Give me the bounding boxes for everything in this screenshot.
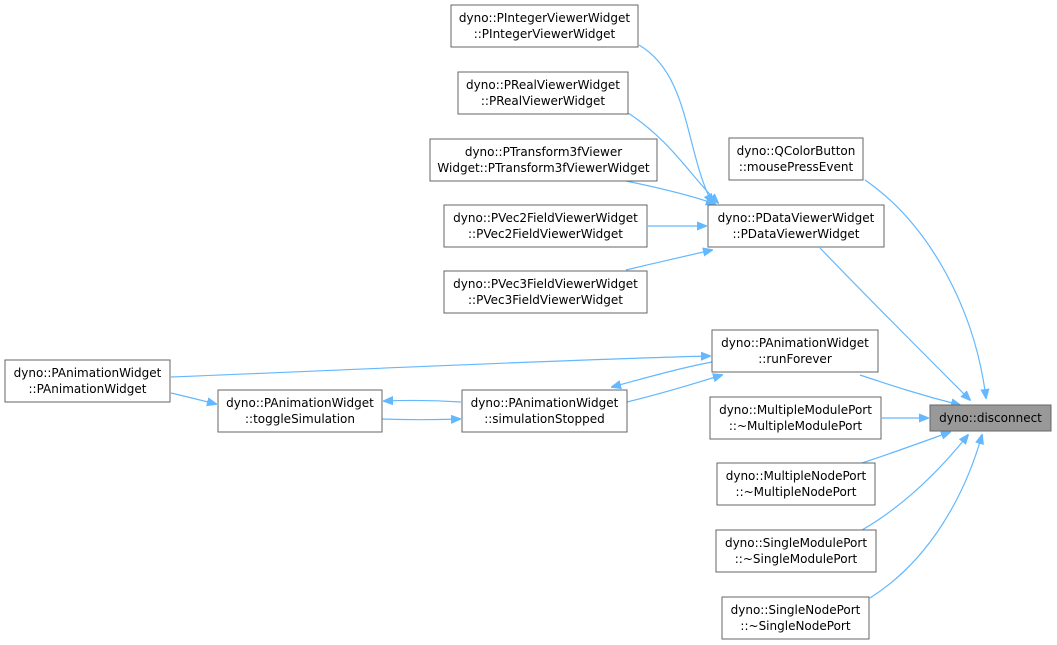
node-label-line: dyno::PAnimationWidget (14, 366, 162, 380)
edge-simstopped-to-togglesim (384, 400, 462, 402)
node-label-line: dyno::disconnect (939, 411, 1042, 425)
node-simstopped[interactable]: dyno::PAnimationWidget ::simulationStopp… (461, 389, 628, 433)
node-label-line: ::toggleSimulation (245, 412, 355, 426)
node-disconnect[interactable]: dyno::disconnect (929, 404, 1052, 432)
edge-ptransformviewer-to-pdataviewer (625, 180, 715, 204)
edge-togglesim-to-simstopped (381, 419, 460, 420)
node-label-line: ::PVec3FieldViewerWidget (468, 293, 623, 307)
node-runforever[interactable]: dyno::PAnimationWidget ::runForever (711, 329, 879, 373)
node-label-line: ::PVec2FieldViewerWidget (468, 227, 623, 241)
node-label-line: ::simulationStopped (484, 412, 605, 426)
node-ptransformviewer[interactable]: dyno::PTransform3fViewer Widget::PTransf… (429, 138, 658, 182)
node-prealviewer[interactable]: dyno::PRealViewerWidget ::PRealViewerWid… (457, 71, 629, 115)
edge-pintviewer-to-pdataviewer (638, 44, 712, 203)
node-label-line: ::runForever (758, 352, 832, 366)
node-qcolorbutton[interactable]: dyno::QColorButton ::mousePressEvent (728, 137, 864, 181)
edges (170, 44, 986, 599)
node-singlemoduleport[interactable]: dyno::SingleModulePort ::~SingleModulePo… (715, 529, 877, 573)
node-label-line: dyno::SingleModulePort (725, 536, 867, 550)
node-label-line: dyno::QColorButton (737, 144, 856, 158)
node-multinodeport[interactable]: dyno::MultipleNodePort ::~MultipleNodePo… (716, 462, 876, 506)
edge-panimctor-to-runforever (170, 356, 710, 378)
node-label-line: ::PAnimationWidget (29, 382, 147, 396)
node-label-line: ::~SingleModulePort (735, 552, 858, 566)
node-pvec3viewer[interactable]: dyno::PVec3FieldViewerWidget ::PVec3Fiel… (443, 270, 648, 314)
node-multimoduleport[interactable]: dyno::MultipleModulePort ::~MultipleModu… (709, 396, 882, 440)
nodes: dyno::disconnect dyno::PIntegerViewerWid… (4, 4, 1052, 640)
node-singlenodeport[interactable]: dyno::SingleNodePort ::~SingleNodePort (721, 596, 870, 640)
node-label-line: dyno::PAnimationWidget (226, 396, 374, 410)
edge-runforever-to-disconnect (859, 374, 960, 405)
node-label-line: dyno::PAnimationWidget (721, 336, 869, 350)
node-label-line: ::PDataViewerWidget (732, 227, 859, 241)
node-label-line: ::~MultipleModulePort (729, 419, 863, 433)
node-label-line: dyno::PIntegerViewerWidget (459, 11, 631, 25)
node-label-line: dyno::PVec2FieldViewerWidget (453, 211, 638, 225)
node-label-line: dyno::SingleNodePort (731, 603, 861, 617)
node-label-line: dyno::MultipleModulePort (719, 403, 872, 417)
node-label-line: ::PIntegerViewerWidget (474, 27, 616, 41)
node-label-line: dyno::MultipleNodePort (726, 469, 867, 483)
node-label-line: dyno::PAnimationWidget (471, 396, 619, 410)
node-label-line: ::PRealViewerWidget (481, 94, 606, 108)
node-label-line: ::~MultipleNodePort (736, 485, 857, 499)
edge-multinodeport-to-disconnect (861, 432, 950, 464)
node-label-line: dyno::PTransform3fViewer (465, 145, 622, 159)
edge-qcolorbutton-to-disconnect (864, 179, 986, 398)
edge-panimctor-to-togglesim (170, 392, 216, 404)
node-pvec2viewer[interactable]: dyno::PVec2FieldViewerWidget ::PVec2Fiel… (443, 204, 648, 248)
node-label-line: ::~SingleNodePort (740, 619, 850, 633)
edge-singlenodeport-to-disconnect (869, 435, 982, 599)
edge-pvec3viewer-to-pdataviewer (625, 250, 712, 271)
node-label-line: dyno::PDataViewerWidget (718, 211, 875, 225)
edge-singlemoduleport-to-disconnect (861, 435, 968, 531)
edge-pdataviewer-to-disconnect (819, 247, 970, 400)
node-label-line: dyno::PVec3FieldViewerWidget (453, 277, 638, 291)
node-label-line: Widget::PTransform3fViewerWidget (437, 161, 649, 175)
edge-runforever-to-simstopped (612, 361, 713, 387)
edge-prealviewer-to-pdataviewer (627, 112, 718, 203)
node-pintviewer[interactable]: dyno::PIntegerViewerWidget ::PIntegerVie… (450, 4, 639, 48)
node-pdataviewer[interactable]: dyno::PDataViewerWidget ::PDataViewerWid… (707, 204, 885, 248)
node-panimctor[interactable]: dyno::PAnimationWidget ::PAnimationWidge… (4, 359, 171, 403)
node-label-line: dyno::PRealViewerWidget (466, 78, 620, 92)
edge-simstopped-to-runforever (626, 375, 722, 403)
node-togglesim[interactable]: dyno::PAnimationWidget ::toggleSimulatio… (217, 389, 383, 433)
node-label-line: ::mousePressEvent (739, 160, 854, 174)
